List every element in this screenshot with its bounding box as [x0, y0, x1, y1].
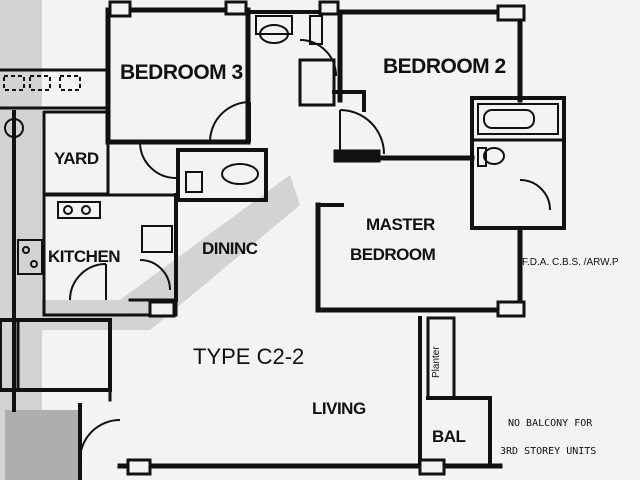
unit-type-label: TYPE C2-2 — [193, 344, 305, 369]
room-label-kitchen: KITCHEN — [48, 247, 121, 266]
side-label: F.D.A. C.B.S. /ARW.P — [522, 257, 619, 268]
fixtures — [3, 15, 559, 275]
column-markers — [108, 0, 526, 476]
room-label-balcony: BAL — [432, 427, 466, 446]
walls — [0, 7, 566, 480]
planter-label: Planter — [431, 346, 442, 378]
room-label-living: LIVING — [312, 399, 366, 418]
note-line-1: NO BALCONY FOR — [508, 418, 593, 429]
note-line-2: 3RD STOREY UNITS — [500, 446, 597, 457]
door-swings — [69, 39, 551, 461]
room-label-master-line1: MASTER — [366, 215, 435, 234]
room-label-dining: DININC — [202, 239, 258, 258]
room-label-bedroom-2: BEDROOM 2 — [383, 55, 506, 78]
room-label-yard: YARD — [54, 149, 99, 168]
room-label-master-line2: BEDROOM — [350, 245, 436, 264]
room-label-bedroom-3: BEDROOM 3 — [120, 61, 243, 84]
